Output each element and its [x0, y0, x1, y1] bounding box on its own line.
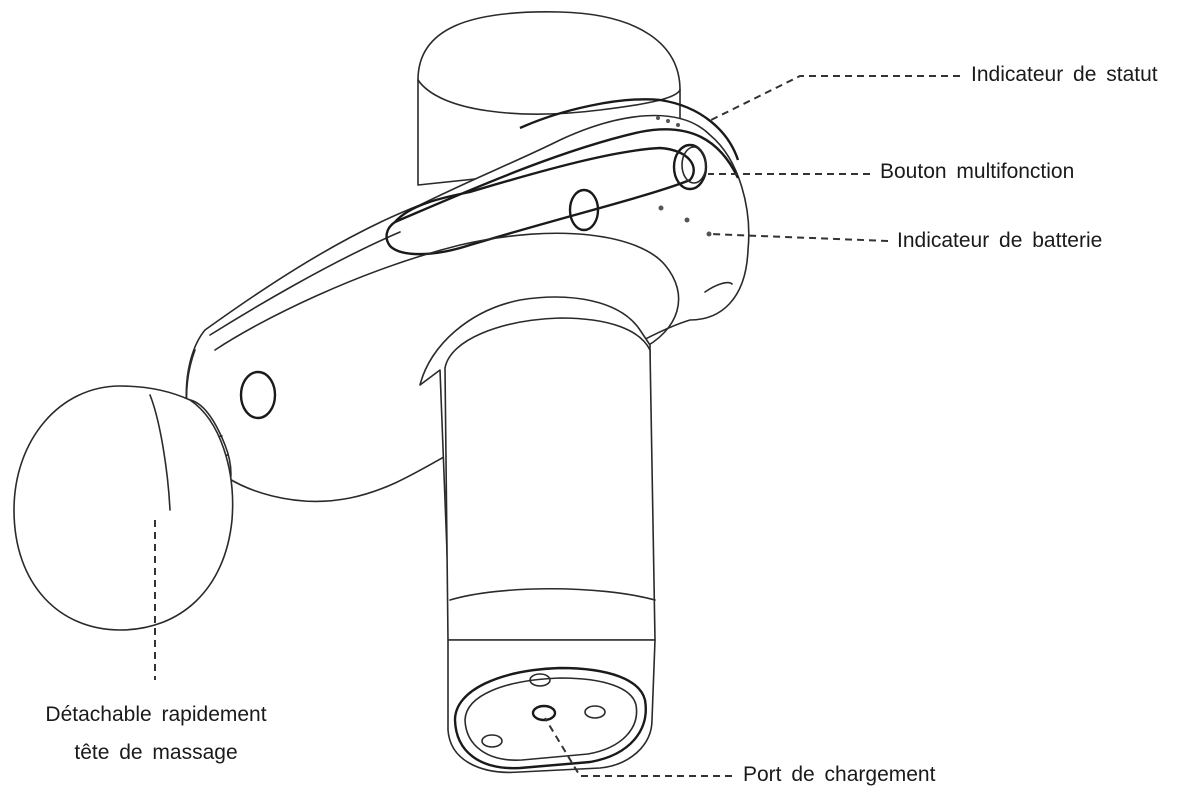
status-indicator-leader [706, 75, 960, 123]
battery-leader [708, 233, 889, 242]
status-indicator-label: Indicateur de statut [971, 63, 1158, 86]
massage-head-label-line1: Détachable rapidement [45, 703, 267, 726]
charging-port-leader [544, 717, 732, 777]
multifunction-button-label: Bouton multifonction [880, 160, 1075, 183]
battery-indicator-label: Indicateur de batterie [897, 229, 1103, 252]
massage-head-label-line2: tête de massage [74, 741, 238, 764]
massage-head-label: Détachable rapidement tête de massage [22, 696, 290, 772]
handle [419, 296, 656, 774]
charging-port-label: Port de chargement [743, 763, 936, 786]
massage-head [13, 385, 234, 631]
